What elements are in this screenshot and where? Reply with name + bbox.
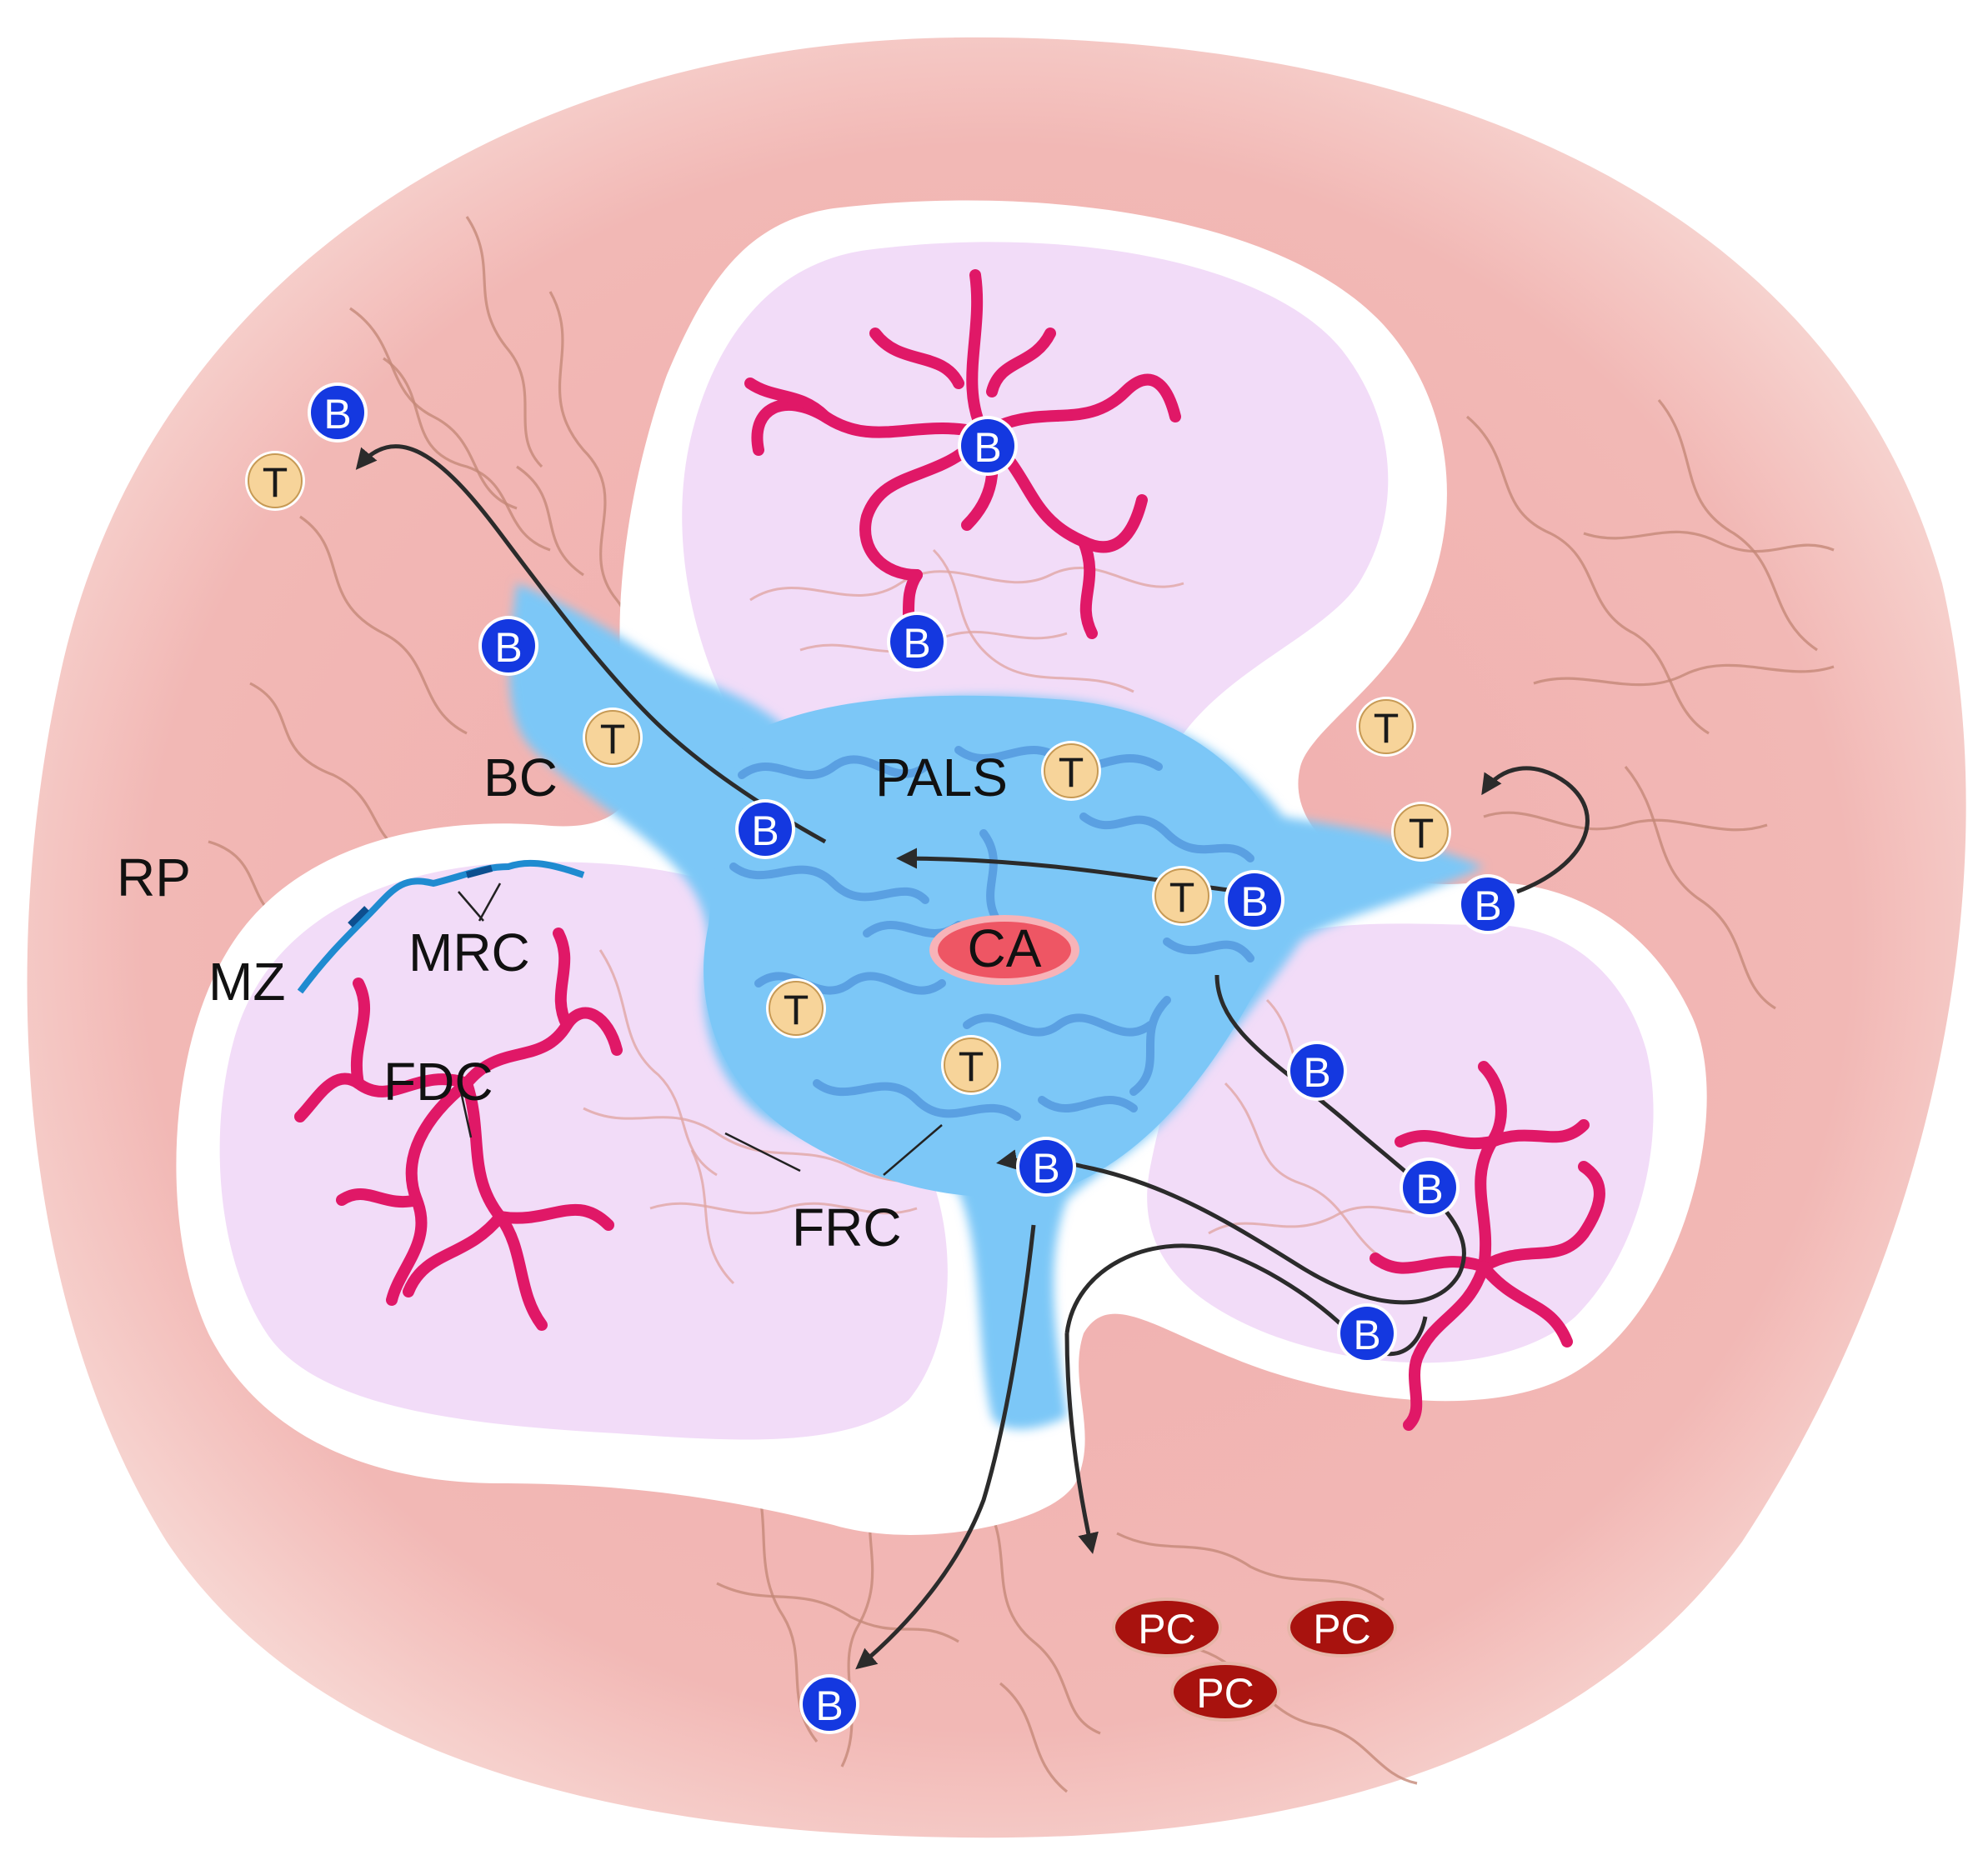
b-cell: B	[1016, 1137, 1076, 1197]
arrow-follicle-curve	[1064, 1243, 1428, 1357]
cell-label: PC	[1313, 1606, 1370, 1652]
cell-label: PC	[1138, 1606, 1195, 1652]
arrow-to-rp-bottom	[855, 1224, 1036, 1670]
cell-label: B	[1415, 1166, 1443, 1212]
arrow-to-rp	[355, 444, 827, 844]
cell-label: T	[600, 716, 626, 762]
plasma-cell: PC	[1287, 1598, 1397, 1658]
b-cell: B	[1287, 1041, 1347, 1101]
cell-label: T	[784, 987, 809, 1033]
t-cell: T	[1152, 866, 1212, 926]
cell-label: B	[974, 424, 1001, 471]
fdc-network-left	[294, 928, 623, 1331]
label-bc: BC	[483, 748, 558, 808]
central-artery	[929, 915, 1079, 985]
cell-label: B	[815, 1682, 843, 1729]
fdc-leader	[459, 1091, 473, 1138]
cell-label: B	[903, 620, 930, 667]
leader-lines	[458, 882, 943, 1176]
b-cell: B	[958, 416, 1018, 476]
b-cell: B	[799, 1674, 859, 1734]
cell-label: T	[1169, 874, 1195, 921]
cell-label: B	[494, 624, 522, 671]
t-cell: T	[766, 978, 826, 1038]
b-cell: B	[887, 612, 947, 672]
cell-label: T	[1409, 810, 1435, 857]
labels: RP MZ MRC BC PALS CA FDC FRC	[117, 748, 1042, 1258]
label-frc: FRC	[792, 1198, 902, 1258]
mrc-leader-2	[478, 882, 502, 922]
plasma-cell: PC	[1170, 1662, 1280, 1722]
b-cell: B	[1337, 1303, 1397, 1363]
cell-label: B	[1303, 1049, 1330, 1096]
b-cell: B	[478, 616, 538, 676]
arrow-loop-right	[1481, 766, 1590, 894]
fdc-network-right	[1370, 1061, 1605, 1431]
cell-label: T	[1374, 705, 1400, 752]
b-cell: B	[1458, 874, 1518, 934]
cell-label: T	[959, 1043, 984, 1090]
marginal-zone-line	[297, 859, 585, 994]
b-cell: B	[1224, 870, 1284, 930]
t-cell: T	[1391, 802, 1451, 862]
cell-label: B	[1474, 882, 1501, 929]
migration-arrows	[355, 444, 1590, 1670]
cell-label: B	[751, 808, 779, 854]
cell-label: T	[1059, 749, 1084, 796]
t-cell: T	[1356, 697, 1416, 757]
cell-label: PC	[1196, 1670, 1254, 1717]
frc-leader-1	[724, 1132, 801, 1172]
t-cell: T	[583, 708, 643, 768]
mrc-leader-1	[458, 891, 484, 922]
arrow-to-pc	[1064, 1332, 1099, 1554]
t-cell: T	[1041, 741, 1101, 801]
label-ca: CA	[968, 918, 1042, 978]
label-pals: PALS	[875, 748, 1008, 808]
label-mz: MZ	[208, 952, 285, 1012]
cell-label: B	[323, 391, 351, 438]
label-fdc: FDC	[383, 1052, 493, 1112]
frc-leader-2	[883, 1124, 943, 1176]
b-cell: B	[308, 382, 368, 442]
cell-label: B	[1353, 1312, 1380, 1358]
cell-label: B	[1032, 1145, 1059, 1192]
label-rp: RP	[117, 848, 191, 908]
t-cell: T	[245, 451, 305, 511]
label-mrc: MRC	[408, 922, 530, 982]
b-cell: B	[735, 799, 795, 859]
t-cell: T	[941, 1035, 1001, 1095]
cell-label: B	[1240, 878, 1268, 925]
plasma-cell: PC	[1112, 1598, 1222, 1658]
b-cell: B	[1400, 1158, 1460, 1218]
fdc-network-top	[744, 269, 1181, 656]
cell-label: T	[263, 459, 288, 506]
